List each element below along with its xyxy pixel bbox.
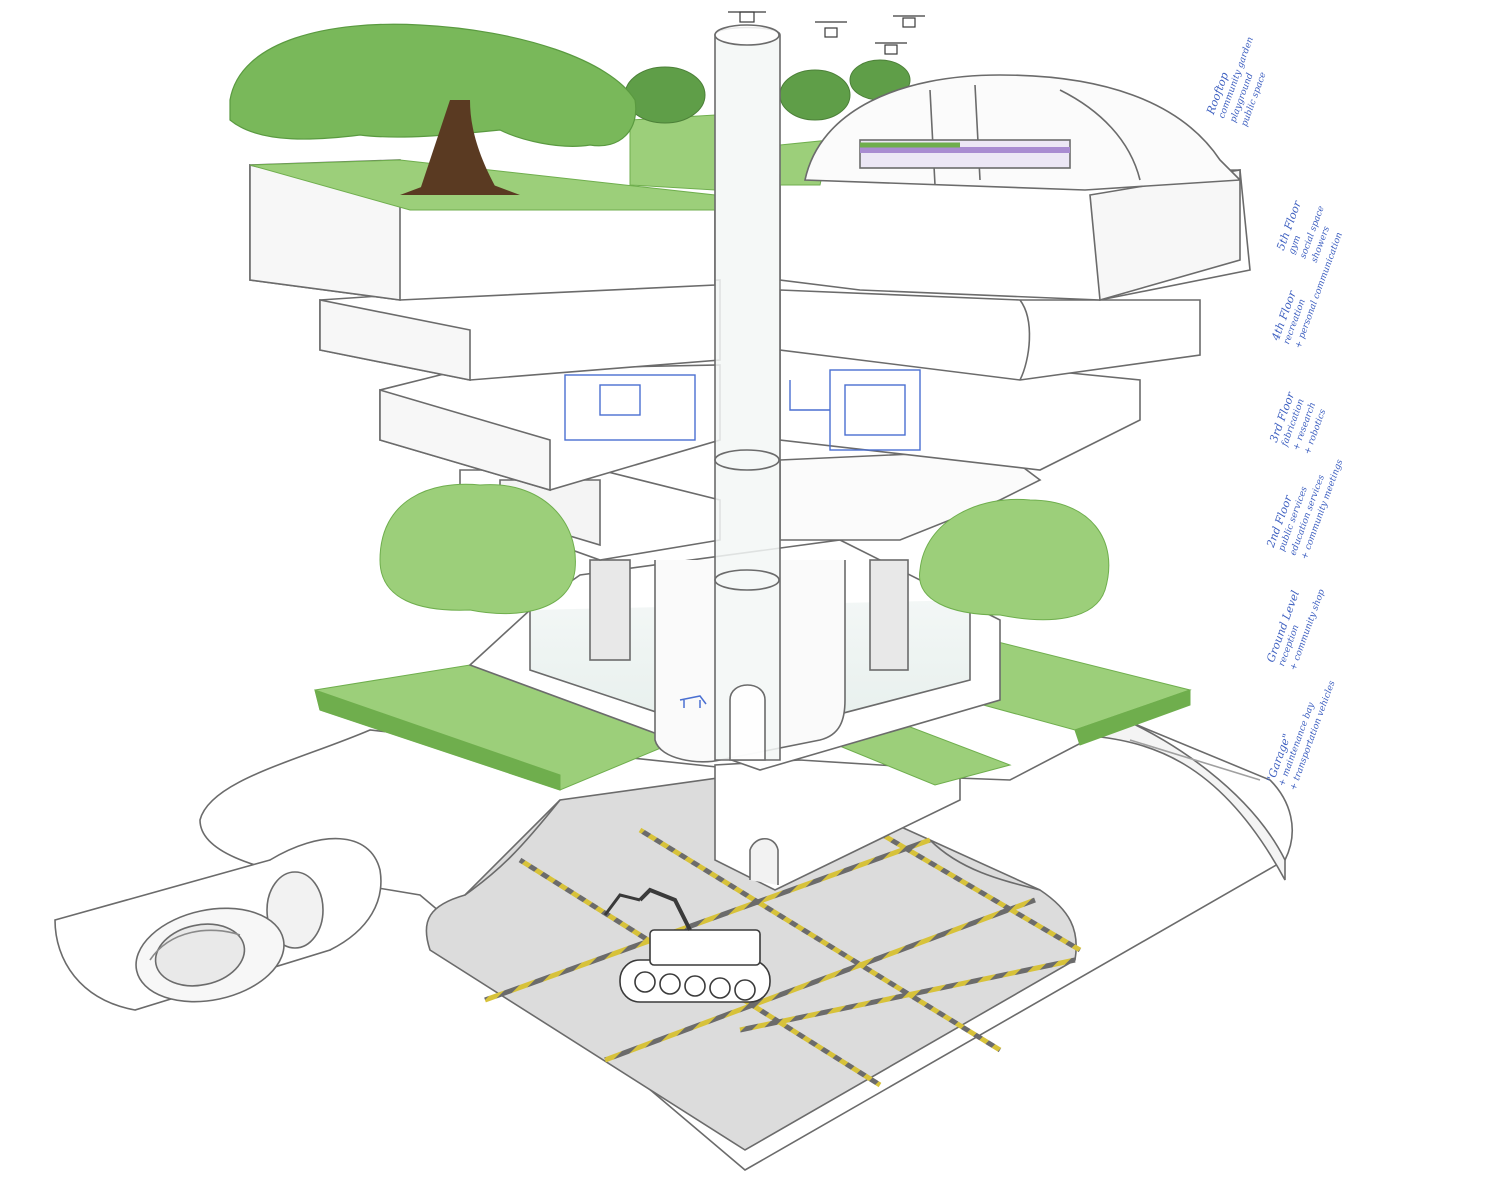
drone-icon (728, 11, 925, 55)
robot-dog-icon (679, 695, 707, 708)
floor-3 (379, 349, 1141, 492)
elevator-tube-icon (714, 24, 781, 761)
tower-base (714, 759, 961, 891)
side-trees (379, 483, 1110, 621)
floor-4 (319, 279, 1201, 381)
lab-equipment (564, 369, 921, 451)
tree-icon (229, 23, 637, 195)
robot-crawler-icon (603, 887, 771, 1003)
greenhouse-dome-icon (804, 74, 1242, 191)
pod-vehicle-icon (135, 907, 285, 1003)
ground-greens (314, 634, 1192, 791)
pod-tunnel (54, 837, 382, 1011)
